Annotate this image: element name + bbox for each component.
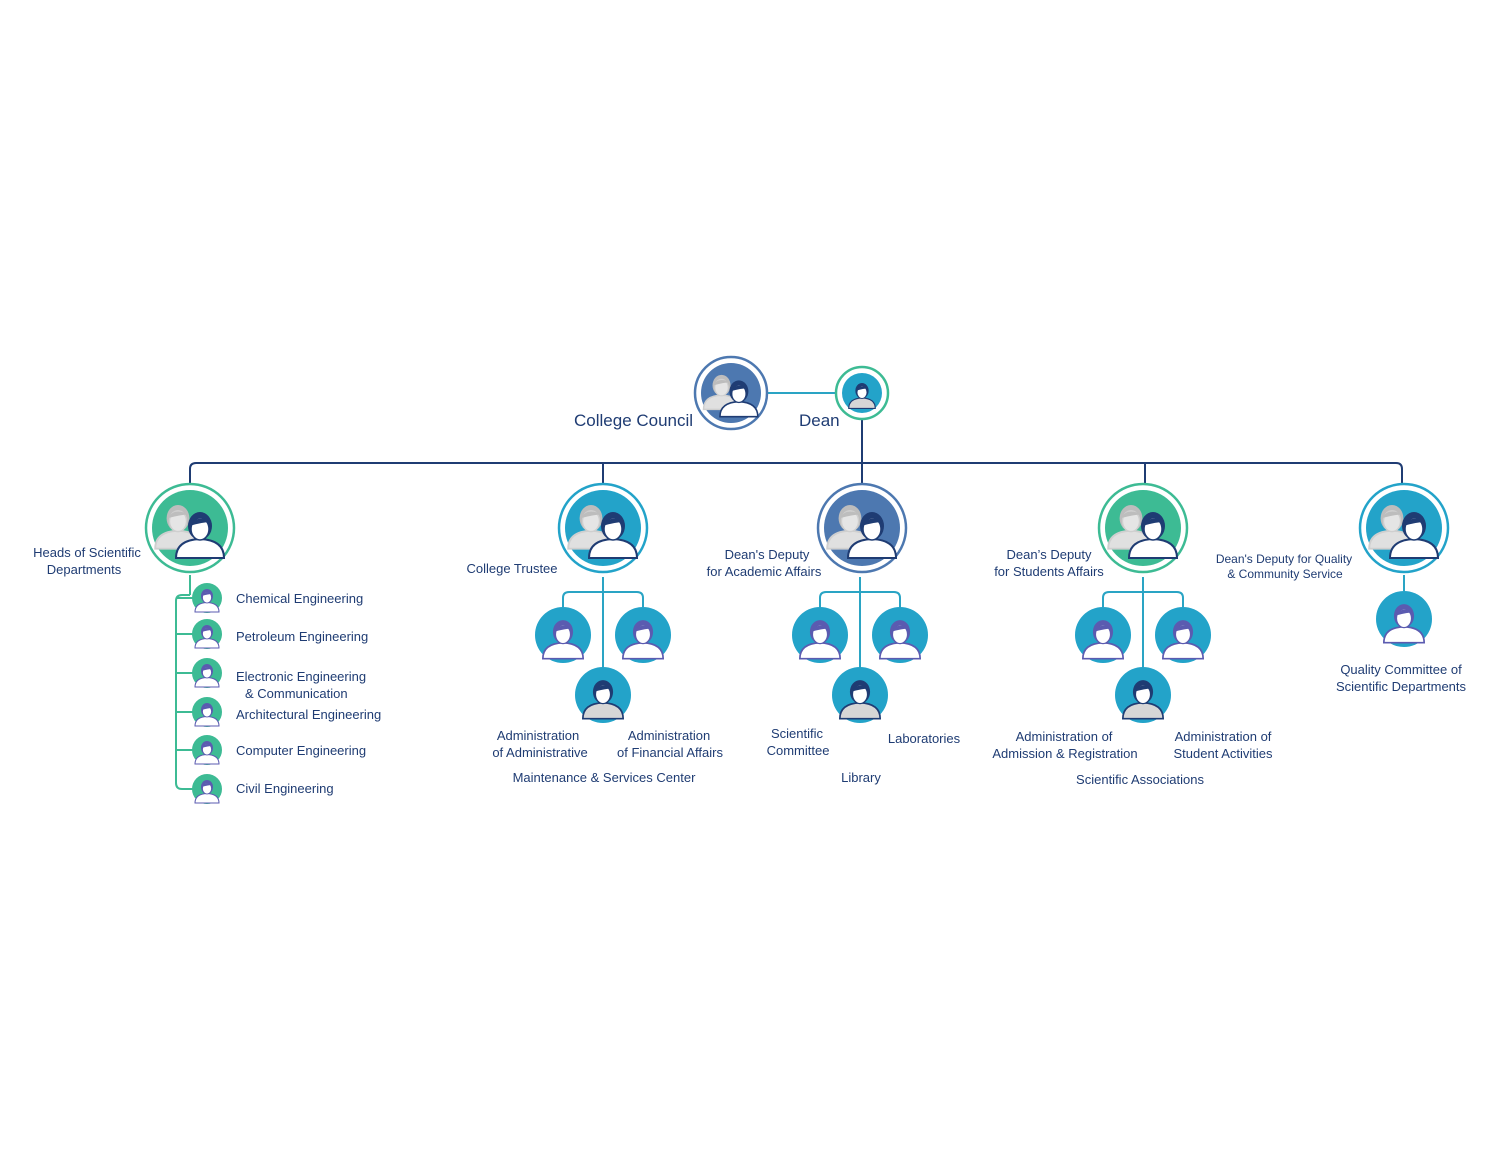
quality-title-line1: Dean's Deputy for Quality <box>1215 552 1353 566</box>
person-fringe <box>553 625 573 632</box>
academic-right-label: Laboratories <box>887 731 961 746</box>
department-icon <box>192 658 222 688</box>
main-horizontal-bar <box>189 462 1403 485</box>
academic-child-bottom-node <box>832 667 888 723</box>
trustee-child-left-node <box>535 607 591 663</box>
department-petroleum: Petroleum Engineering <box>236 629 369 644</box>
college-council-node <box>693 355 769 431</box>
department-icon <box>192 697 222 727</box>
person-fringe <box>201 706 213 710</box>
department-icon <box>192 583 222 613</box>
person-fringe <box>167 511 189 519</box>
department-electronic-line2: & Communication <box>245 686 348 701</box>
students-node <box>1097 482 1189 574</box>
students-child-left-node <box>1075 607 1131 663</box>
person-fringe <box>1133 685 1153 692</box>
connector-lines <box>175 392 1405 790</box>
person-fringe <box>855 386 869 391</box>
heads-tree-spine <box>175 594 194 790</box>
quality-child-line2: Scientific Departments <box>1335 679 1467 694</box>
department-icon <box>192 774 222 804</box>
person-fringe <box>1093 625 1113 632</box>
students-right-line1: Administration of <box>1174 729 1272 744</box>
person-fringe <box>1403 518 1425 526</box>
bracket-connector <box>562 591 644 607</box>
person-fringe <box>810 625 830 632</box>
quality-node <box>1358 482 1450 574</box>
trustee-node <box>557 482 649 574</box>
dean-label: Dean <box>799 411 840 430</box>
academic-bottom-label: Library <box>841 770 881 785</box>
person-fringe <box>730 385 748 392</box>
trustee-child-right-node <box>615 607 671 663</box>
person-fringe <box>602 518 624 526</box>
students-title-line2: for Students Affairs <box>994 564 1104 579</box>
trustee-title: College Trustee <box>466 561 558 576</box>
person-fringe <box>1381 511 1403 519</box>
department-icon <box>192 735 222 765</box>
person-fringe <box>713 379 730 386</box>
person-fringe <box>890 625 910 632</box>
students-bottom-label: Scientific Associations <box>1076 772 1204 787</box>
academic-left-line1: Scientific <box>770 726 824 741</box>
person-fringe <box>189 518 211 526</box>
quality-child-node <box>1376 591 1432 647</box>
quality-child-line1: Quality Committee of <box>1340 662 1462 677</box>
person-fringe <box>201 667 213 671</box>
person-fringe <box>201 744 213 748</box>
trustee-admin-left-line1: Administration <box>496 728 580 743</box>
bracket-connector <box>1102 591 1184 607</box>
trustee-child-bottom-node <box>575 667 631 723</box>
person-fringe <box>201 592 213 596</box>
heads-node <box>144 482 236 574</box>
person-fringe <box>839 511 861 519</box>
students-child-right-node <box>1155 607 1211 663</box>
person-fringe <box>201 783 213 787</box>
department-civil: Civil Engineering <box>236 781 334 796</box>
students-right-line2: Student Activities <box>1173 746 1273 761</box>
academic-child-left-node <box>792 607 848 663</box>
person-fringe <box>861 518 883 526</box>
heads-title-line1: Heads of Scientific <box>33 545 141 560</box>
students-child-bottom-node <box>1115 667 1171 723</box>
person-fringe <box>201 628 213 632</box>
person-fringe <box>633 625 653 632</box>
students-left-line2: Admission & Registration <box>992 746 1138 761</box>
department-chemical: Chemical Engineering <box>236 591 364 606</box>
org-nodes <box>144 355 1450 804</box>
students-title-line1: Dean’s Deputy <box>1006 547 1092 562</box>
person-fringe <box>593 685 613 692</box>
heads-title-line2: Departments <box>46 562 122 577</box>
academic-left-line2: Committee <box>766 743 830 758</box>
academic-node <box>816 482 908 574</box>
department-computer: Computer Engineering <box>236 743 367 758</box>
students-left-line1: Administration of <box>1015 729 1113 744</box>
academic-child-right-node <box>872 607 928 663</box>
quality-title-line2: & Community Service <box>1227 567 1343 581</box>
person-fringe <box>1142 518 1164 526</box>
dean-node <box>834 365 890 421</box>
person-fringe <box>1173 625 1193 632</box>
person-fringe <box>580 511 602 519</box>
academic-title-line1: Dean's Deputy <box>724 547 810 562</box>
bracket-connector <box>819 591 901 607</box>
college-council-label: College Council <box>574 411 694 430</box>
academic-title-line2: for Academic Affairs <box>706 564 822 579</box>
person-fringe <box>850 685 870 692</box>
department-architectural: Architectural Engineering <box>236 707 382 722</box>
trustee-admin-left-line2: of Administrative <box>492 745 588 760</box>
person-fringe <box>1120 511 1142 519</box>
department-icon <box>192 619 222 649</box>
trustee-admin-right-line2: of Financial Affairs <box>617 745 723 760</box>
person-fringe <box>1394 609 1414 616</box>
trustee-admin-right-line1: Administration <box>627 728 711 743</box>
trustee-bottom-label: Maintenance & Services Center <box>512 770 696 785</box>
department-electronic: Electronic Engineering <box>236 669 367 684</box>
